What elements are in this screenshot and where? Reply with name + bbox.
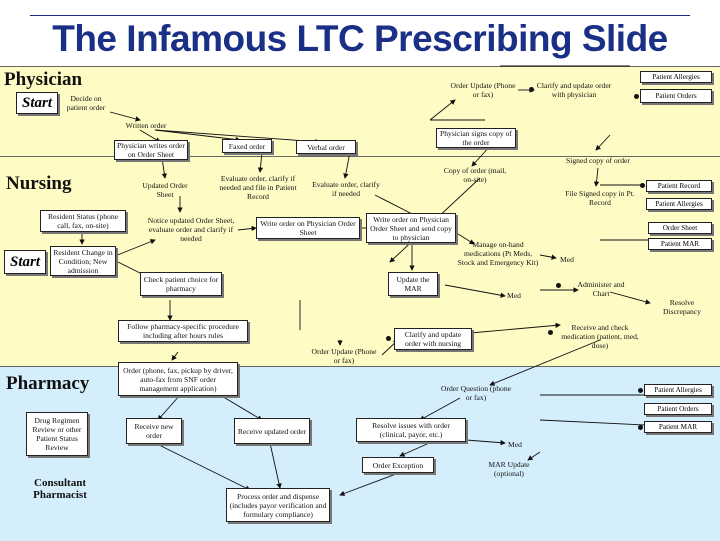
write-order-physician-sheet-node: Write order on Physician Order Sheet bbox=[256, 217, 360, 239]
connector-dot bbox=[640, 183, 645, 188]
receive-new-order-node: Receive new order bbox=[126, 418, 182, 444]
administer-chart-node: Administer and Chart bbox=[577, 280, 625, 298]
updated-order-sheet-node: Updated Order Sheet bbox=[142, 181, 188, 199]
nursing-lane-label: Nursing bbox=[6, 173, 72, 194]
page-title: The Infamous LTC Prescribing Slide bbox=[52, 18, 668, 59]
connector-dot bbox=[638, 425, 643, 430]
follow-procedure-node: Follow pharmacy-specific procedure inclu… bbox=[118, 320, 248, 342]
physician-signs-node: Physician signs copy of the order bbox=[436, 128, 516, 148]
physician-lane-label: Physician bbox=[4, 69, 83, 90]
physician-writes-order-node: Physician writes order on Order Sheet bbox=[114, 140, 188, 160]
copy-of-order-node: Copy of order (mail, on-site) bbox=[443, 166, 507, 184]
med-nursing-1-label: Med bbox=[560, 254, 574, 264]
evaluate-clarify-file-node: Evaluate order, clarify if needed and fi… bbox=[219, 173, 297, 201]
physician-start-marker: Start bbox=[16, 92, 58, 114]
physician-orders-tag: Patient Orders bbox=[640, 89, 712, 103]
order-question-node: Order Question (phone or fax) bbox=[440, 384, 511, 402]
notice-updated-sheet-node: Notice updated Order Sheet, evaluate ord… bbox=[147, 215, 235, 243]
update-mar-node: Update the MAR bbox=[388, 272, 438, 296]
signed-copy-node: Signed copy of order bbox=[566, 155, 630, 165]
receive-updated-order-node: Receive updated order bbox=[234, 418, 310, 444]
resolve-discrepancy-node: Resolve Discrepancy bbox=[663, 298, 701, 316]
receive-check-med-node: Receive and check medication (patient, m… bbox=[561, 322, 639, 350]
connector-dot bbox=[548, 330, 553, 335]
connector-dot bbox=[634, 94, 639, 99]
decide-order-node: Decide on patient order bbox=[66, 94, 106, 112]
connector-dot bbox=[386, 336, 391, 341]
drug-regimen-review-node: Drug Regimen Review or other Patient Sta… bbox=[26, 412, 88, 456]
resident-change-node: Resident Change in Condition; New admiss… bbox=[50, 246, 116, 276]
order-exception-node: Order Exception bbox=[362, 457, 434, 473]
physician-allergies-tag: Patient Allergies bbox=[640, 71, 712, 83]
nursing-order-sheet-tag: Order Sheet bbox=[648, 222, 712, 234]
manage-onhand-meds-node: Manage on-hand medications (Pt Meds, Sto… bbox=[457, 239, 539, 267]
pharmacy-orders-tag: Patient Orders bbox=[644, 403, 712, 415]
order-update-nursing-node: Order Update (Phone or fax) bbox=[311, 347, 377, 365]
process-dispense-node: Process order and dispense (includes pay… bbox=[226, 488, 330, 522]
nursing-allergies-tag: Patient Allergies bbox=[646, 198, 712, 210]
file-signed-copy-node: File Signed copy in Pt. Record bbox=[565, 189, 635, 207]
verbal-order-node: Verbal order bbox=[296, 140, 356, 154]
connector-dot bbox=[529, 87, 534, 92]
mar-update-optional-node: MAR Update (optional) bbox=[488, 460, 530, 478]
med-nursing-2-label: Med bbox=[507, 290, 521, 300]
nursing-start-marker: Start bbox=[4, 250, 46, 274]
pharmacy-lane-label: Pharmacy bbox=[6, 373, 90, 394]
clarify-physician-node: Clarify and update order with physician bbox=[536, 81, 612, 99]
write-order-send-node: Write order on Physician Order Sheet and… bbox=[366, 213, 456, 243]
nursing-mar-tag: Patient MAR bbox=[648, 238, 712, 250]
connector-dot bbox=[556, 283, 561, 288]
resolve-issues-node: Resolve issues with order (clinical, pay… bbox=[356, 418, 466, 442]
nursing-record-tag: Patient Record bbox=[646, 180, 712, 192]
faxed-order-node: Faxed order bbox=[222, 139, 272, 153]
pharmacy-mar-tag: Patient MAR bbox=[644, 421, 712, 433]
consultant-pharmacist-label: Consultant Pharmacist bbox=[33, 477, 87, 501]
evaluate-clarify-node: Evaluate order, clarify if needed bbox=[312, 180, 380, 198]
pharmacy-allergies-tag: Patient Allergies bbox=[644, 384, 712, 396]
connector-dot bbox=[638, 388, 643, 393]
title-rule bbox=[30, 15, 690, 16]
order-update-physician-node: Order Update (Phone or fax) bbox=[450, 81, 516, 99]
clarify-nursing-node: Clarify and update order with nursing bbox=[394, 328, 472, 350]
written-order-label: Written order bbox=[125, 120, 167, 130]
check-patient-choice-node: Check patient choice for pharmacy bbox=[140, 272, 222, 296]
order-methods-node: Order (phone, fax, pickup by driver, aut… bbox=[118, 362, 238, 396]
med-pharmacy-label: Med bbox=[508, 439, 522, 449]
resident-status-node: Resident Status (phone call, fax, on-sit… bbox=[40, 210, 126, 232]
